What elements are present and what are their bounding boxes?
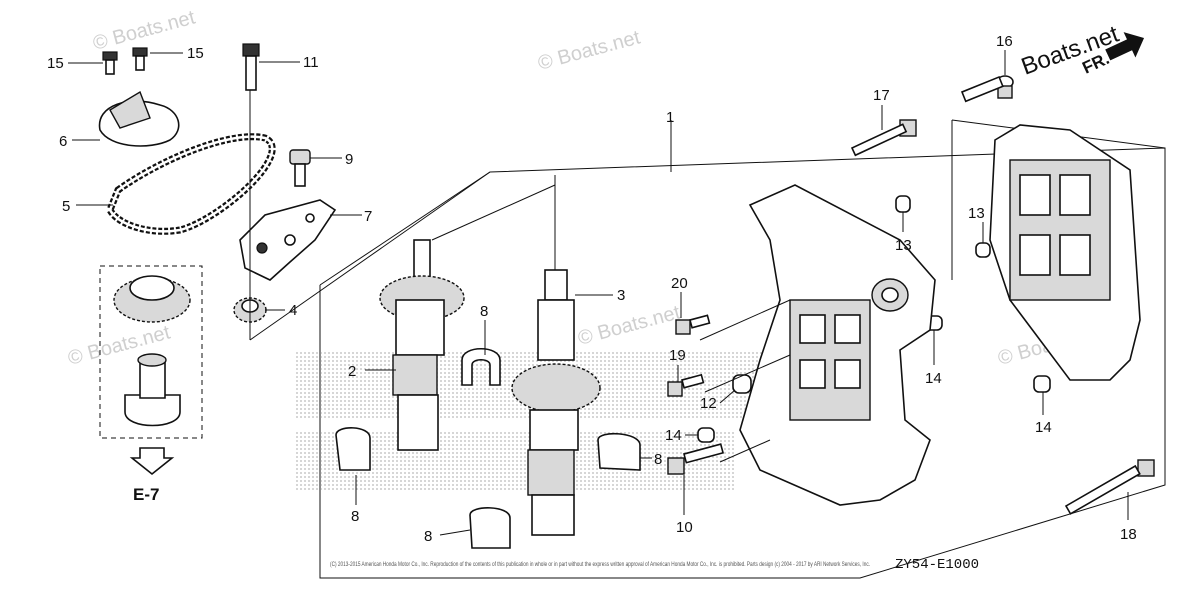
callout-3: 3 <box>617 287 625 304</box>
leader-lines <box>68 50 1129 536</box>
camshaft-2 <box>379 239 465 451</box>
cam-holder <box>739 184 936 506</box>
bearing-shell <box>335 427 371 471</box>
diagram-code: ZY54-E1000 <box>895 557 979 573</box>
arrow-icon <box>1105 32 1145 61</box>
callout-7: 7 <box>364 208 372 225</box>
callout-8a: 8 <box>480 303 488 320</box>
callout-4: 4 <box>289 302 297 319</box>
callout-8b: 8 <box>351 508 359 525</box>
bolt-11 <box>242 43 260 91</box>
callout-16: 16 <box>996 33 1013 50</box>
callout-8d: 8 <box>424 528 432 545</box>
dowel-13 <box>895 195 911 213</box>
bolt-15-right <box>132 47 148 71</box>
watermark: © Boats.net <box>576 301 683 349</box>
watermark: © Boats.net <box>536 26 643 74</box>
copyright-text: (C) 2013-2015 American Honda Motor Co., … <box>330 562 870 568</box>
callout-18: 18 <box>1120 526 1137 543</box>
callout-12: 12 <box>700 395 717 412</box>
callout-15b: 15 <box>187 45 204 62</box>
callout-9: 9 <box>345 151 353 168</box>
timing-chain <box>106 133 276 235</box>
callout-2: 2 <box>348 363 356 380</box>
dowel-13 <box>975 242 991 258</box>
bearing-shell <box>597 432 641 471</box>
callout-13a: 13 <box>895 237 912 254</box>
callout-15a: 15 <box>47 55 64 72</box>
bolt-15-left <box>102 51 118 75</box>
reference-label: E-7 <box>133 485 159 504</box>
callout-14b: 14 <box>925 370 942 387</box>
camshaft-3 <box>511 269 601 536</box>
callout-20: 20 <box>671 275 688 292</box>
bolt-9 <box>289 149 311 187</box>
dowel-14 <box>697 427 715 443</box>
bearing-shell <box>469 507 511 549</box>
callout-13b: 13 <box>968 205 985 222</box>
bearing-shell <box>461 348 501 386</box>
bolt-10 <box>667 443 725 475</box>
bolt-19 <box>667 373 705 397</box>
bolt-16 <box>960 75 1014 103</box>
callout-11: 11 <box>303 54 319 71</box>
chain-guide <box>239 199 337 281</box>
callout-5: 5 <box>62 198 70 215</box>
down-arrow-icon <box>129 447 175 476</box>
callout-19: 19 <box>669 347 686 364</box>
callout-8c: 8 <box>654 451 662 468</box>
chain-tensioner <box>98 90 180 147</box>
head-cover <box>989 124 1141 381</box>
callout-14c: 14 <box>1035 419 1052 436</box>
callout-10: 10 <box>676 519 693 536</box>
callout-6: 6 <box>59 133 67 150</box>
dowel-14 <box>1033 375 1051 393</box>
callout-1: 1 <box>666 109 674 126</box>
callout-14a: 14 <box>665 427 682 444</box>
bolt-20 <box>675 314 711 335</box>
dowel-12 <box>732 374 752 394</box>
bolt-18 <box>1064 459 1155 515</box>
callout-17: 17 <box>873 87 890 104</box>
bolt-17 <box>850 119 917 157</box>
reference-box-e7 <box>99 265 203 476</box>
